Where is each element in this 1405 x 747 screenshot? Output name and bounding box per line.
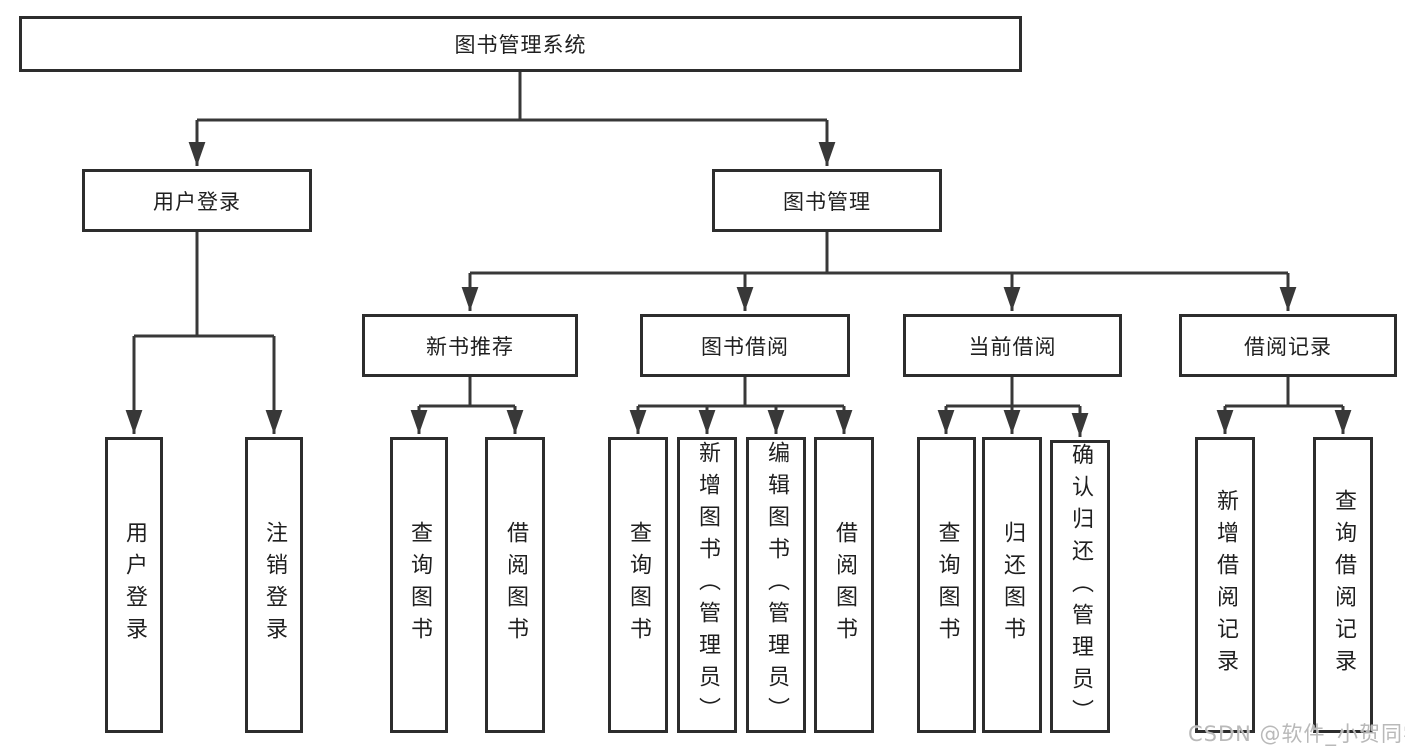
- node-borrow-books-1: 借阅图书: [485, 437, 545, 733]
- node-current-borrowing: 当前借阅: [903, 314, 1122, 377]
- node-label: 用户登录: [153, 189, 241, 214]
- node-borrowing-records: 借阅记录: [1179, 314, 1397, 377]
- node-query-books-1: 查询图书: [390, 437, 448, 733]
- node-book-management: 图书管理: [712, 169, 942, 232]
- node-library-management-system: 图书管理系统: [19, 16, 1022, 72]
- node-add-borrow-record: 新增借阅记录: [1195, 437, 1255, 733]
- node-query-borrow-record: 查询借阅记录: [1313, 437, 1373, 733]
- node-label: 新增图书（管理员）: [695, 441, 720, 729]
- node-label: 编辑图书（管理员）: [764, 441, 789, 729]
- node-label: 图书借阅: [701, 334, 789, 359]
- node-query-books-3: 查询图书: [917, 437, 976, 733]
- node-label: 查询图书: [626, 521, 651, 649]
- node-new-book-recommendation: 新书推荐: [362, 314, 578, 377]
- node-label: 确认归还（管理员）: [1068, 443, 1093, 731]
- node-label: 新书推荐: [426, 334, 514, 359]
- node-add-books-admin: 新增图书（管理员）: [677, 437, 737, 733]
- node-label: 图书管理: [783, 189, 871, 214]
- node-edit-books-admin: 编辑图书（管理员）: [746, 437, 806, 733]
- node-borrow-books-2: 借阅图书: [814, 437, 874, 733]
- node-confirm-return-admin: 确认归还（管理员）: [1050, 440, 1110, 733]
- node-label: 借阅记录: [1244, 334, 1332, 359]
- node-label: 图书管理系统: [454, 33, 587, 57]
- node-book-borrowing: 图书借阅: [640, 314, 850, 377]
- node-label: 用户登录: [122, 521, 147, 649]
- node-label: 查询图书: [407, 521, 432, 649]
- node-query-books-2: 查询图书: [608, 437, 668, 733]
- node-label: 查询图书: [934, 521, 960, 649]
- node-user-login: 用户登录: [82, 169, 312, 232]
- csdn-watermark: CSDN @软件_小贺同学: [1188, 722, 1405, 746]
- node-user-login-leaf: 用户登录: [105, 437, 163, 733]
- node-label: 注销登录: [262, 521, 287, 649]
- node-logout: 注销登录: [245, 437, 303, 733]
- node-label: 查询借阅记录: [1331, 489, 1356, 681]
- node-label: 借阅图书: [832, 521, 857, 649]
- node-label: 归还图书: [1000, 521, 1025, 649]
- node-label: 当前借阅: [968, 334, 1057, 359]
- node-label: 新增借阅记录: [1213, 489, 1238, 681]
- node-return-books: 归还图书: [982, 437, 1042, 733]
- node-label: 借阅图书: [503, 521, 528, 649]
